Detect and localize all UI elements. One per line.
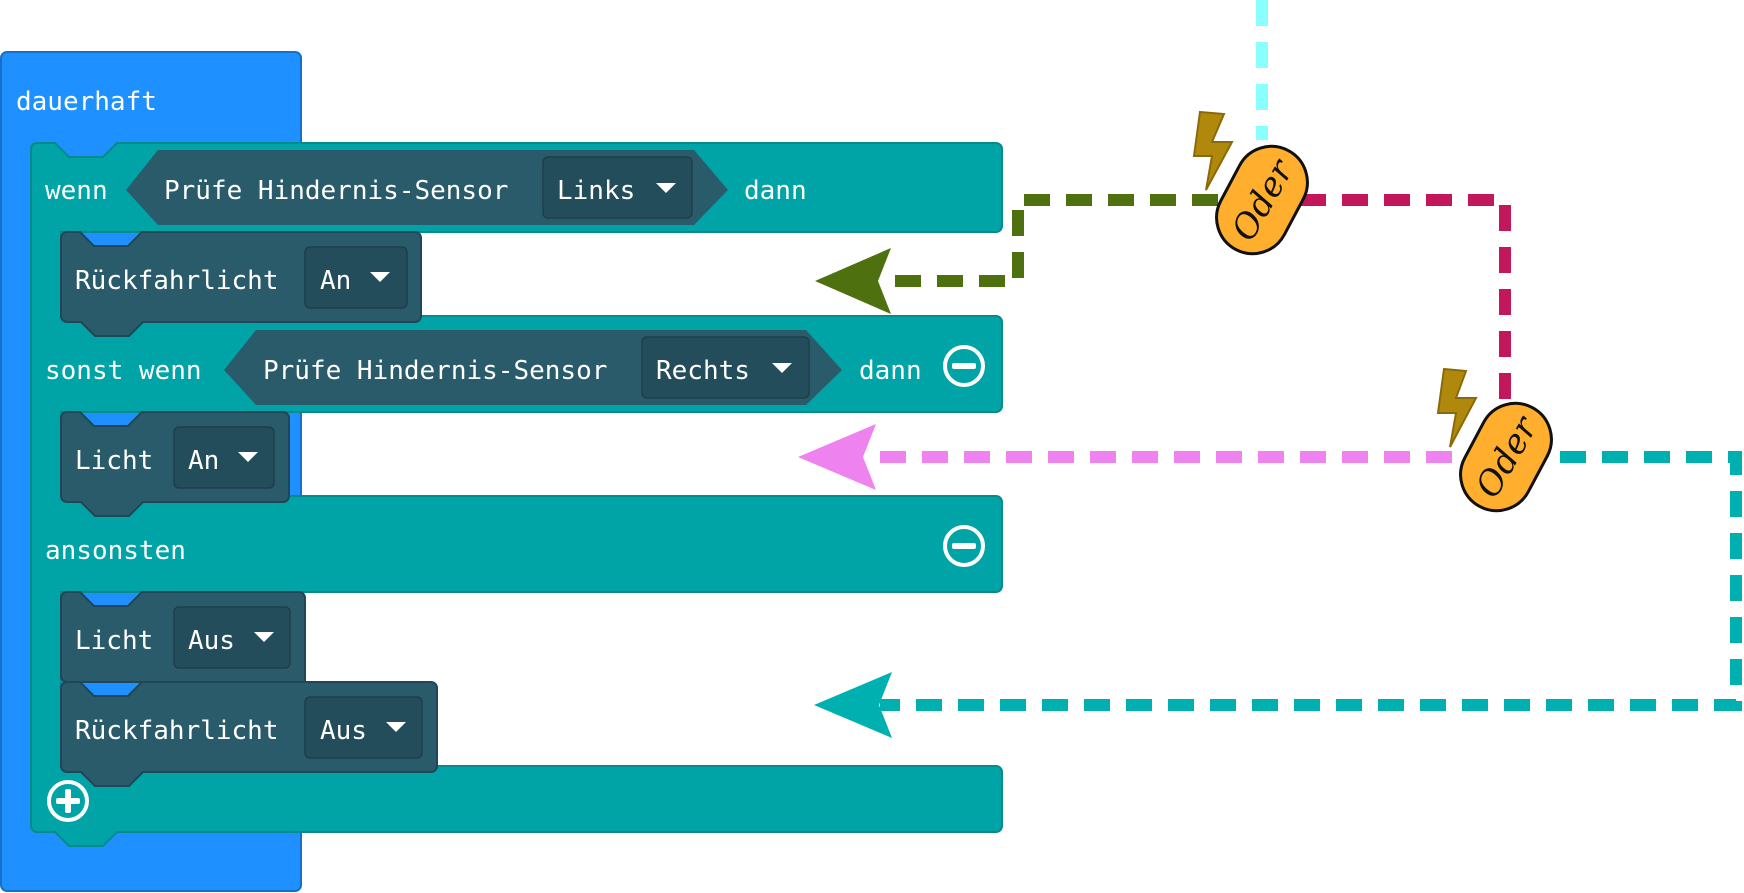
if-body-value: An: [320, 266, 351, 296]
if-keyword: wenn: [45, 176, 108, 206]
else-body-2-label: Rückfahrlicht: [75, 716, 279, 746]
elseif-then-label: dann: [859, 356, 922, 386]
if-sensor-dropdown[interactable]: [542, 156, 693, 219]
wires: [865, 0, 1742, 711]
if-sensor-value: Links: [557, 176, 635, 206]
caret-down-icon: [238, 452, 258, 462]
remove-else-button[interactable]: [943, 525, 985, 567]
minus-circle-icon[interactable]: [943, 525, 985, 567]
caret-down-icon: [254, 632, 274, 642]
minus-circle-icon[interactable]: [943, 345, 985, 387]
minus-bar: [952, 543, 976, 549]
else-body-2-value: Aus: [320, 716, 367, 746]
minus-bar: [952, 363, 976, 369]
wire-crimson: [1300, 194, 1511, 400]
wire-teal: [880, 451, 1742, 711]
plus-circle-icon[interactable]: [47, 780, 89, 822]
arrow-head-green: [815, 248, 891, 314]
if-body-dropdown[interactable]: [304, 246, 408, 309]
caret-down-icon: [386, 722, 406, 732]
oder-badge-top: Oder: [1192, 110, 1309, 256]
caret-down-icon: [772, 363, 792, 373]
if-then-label: dann: [744, 176, 807, 206]
caret-down-icon: [656, 183, 676, 193]
else-body-1-dropdown[interactable]: [173, 606, 291, 669]
elseif-body-dropdown[interactable]: [173, 426, 275, 489]
caret-down-icon: [370, 272, 390, 282]
add-clause-button[interactable]: [47, 780, 89, 822]
elseif-sensor-value: Rechts: [656, 356, 750, 386]
arrow-head-magenta: [798, 424, 876, 490]
forever-label: dauerhaft: [16, 87, 157, 117]
else-body-2-dropdown[interactable]: [304, 696, 423, 759]
elseif-sensor-label: Prüfe Hindernis-Sensor: [263, 356, 607, 386]
else-keyword: ansonsten: [45, 536, 186, 566]
arrow-head-teal: [814, 672, 892, 738]
else-body-1-label: Licht: [75, 626, 153, 656]
else-body-1-value: Aus: [188, 626, 235, 656]
if-body-label: Rückfahrlicht: [75, 266, 279, 296]
elseif-keyword: sonst wenn: [45, 356, 202, 386]
wire-green: [880, 194, 1218, 287]
lightning-bolt-icon: [1192, 110, 1234, 191]
elseif-sensor-dropdown[interactable]: [641, 336, 810, 399]
plus-bar-v: [65, 789, 71, 813]
lightning-bolt-icon: [1436, 367, 1478, 448]
oder-badge-shape: [1215, 144, 1309, 256]
remove-elseif-button[interactable]: [943, 345, 985, 387]
elseif-body-label: Licht: [75, 446, 153, 476]
elseif-body-value: An: [188, 446, 219, 476]
if-sensor-label: Prüfe Hindernis-Sensor: [164, 176, 508, 206]
oder-badge-shape: [1459, 401, 1553, 513]
